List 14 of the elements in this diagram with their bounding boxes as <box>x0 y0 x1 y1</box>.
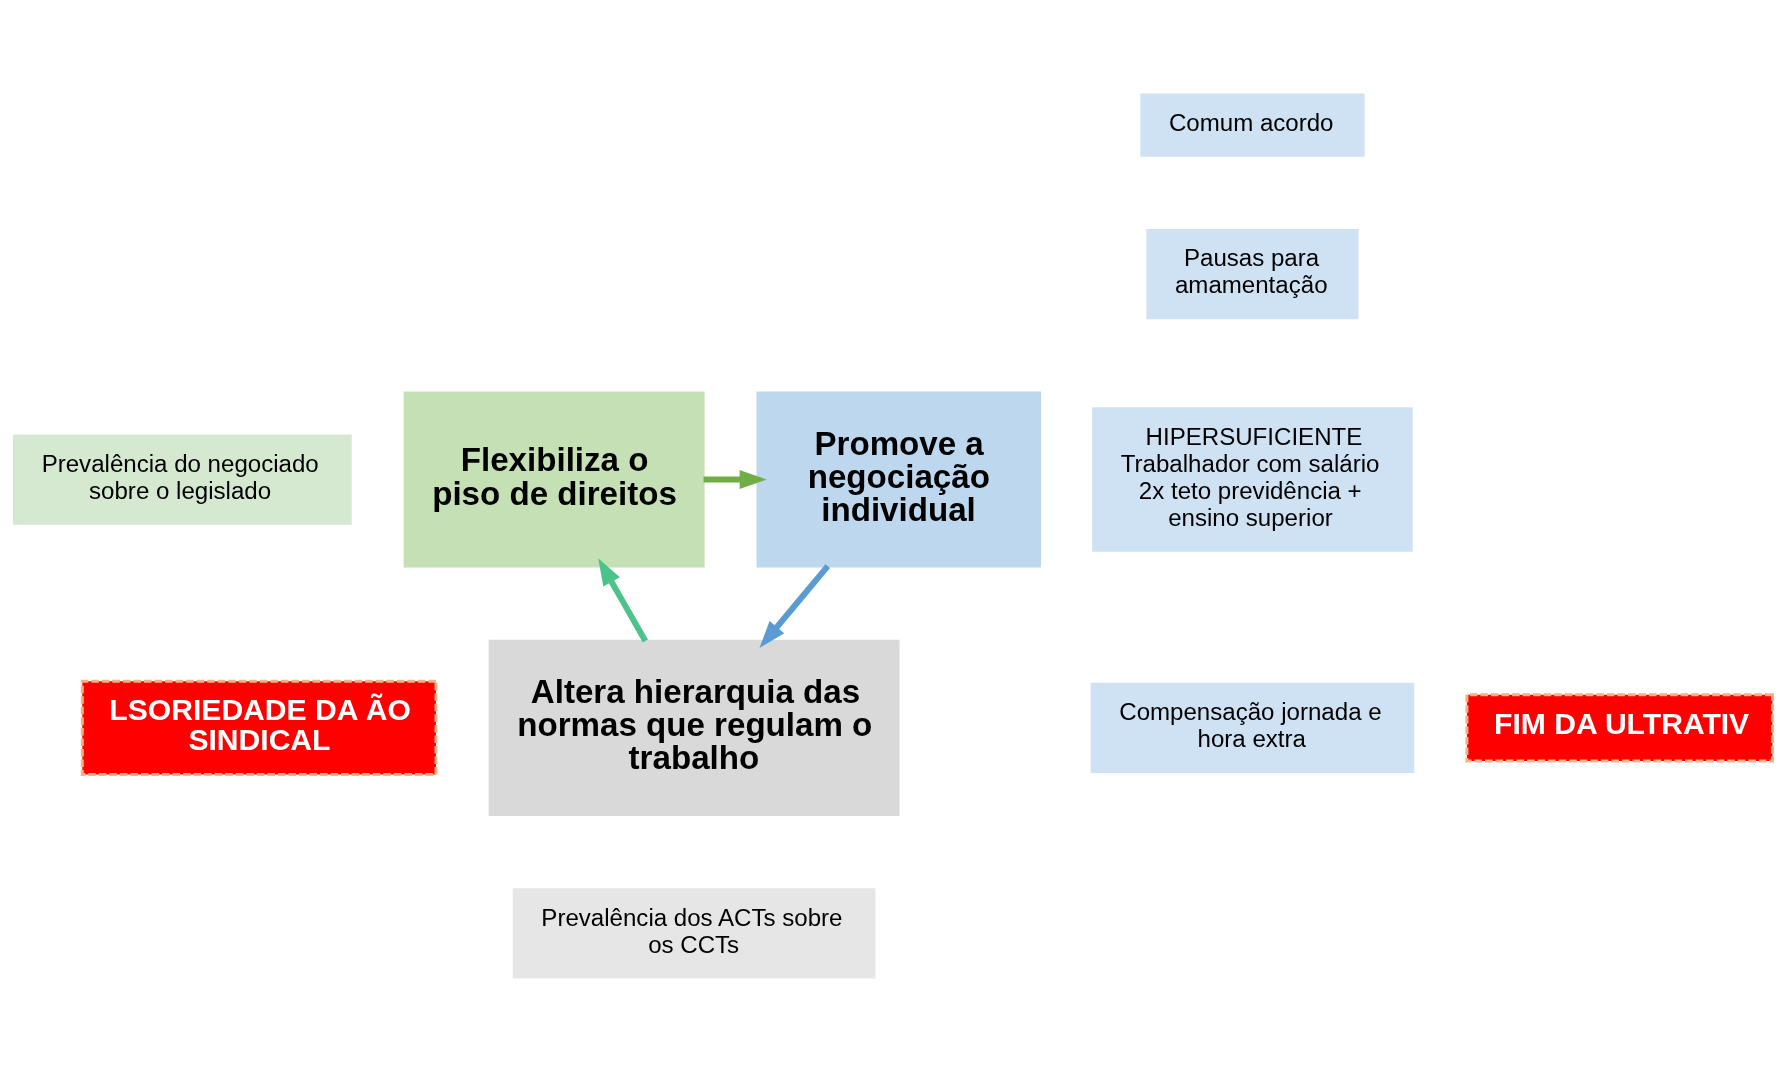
node-box: Compensação jornada e hora extra <box>1090 682 1415 774</box>
node-box: Prevalência do negociado sobre o legislado <box>13 434 352 525</box>
arrow <box>759 564 831 648</box>
node-box: Promove a negociação individual <box>756 391 1041 568</box>
node-box: Prevalência dos ACTs sobre os CCTs <box>512 888 876 979</box>
node-box: Pausas para amamentação <box>1146 228 1359 320</box>
node-box: HIPERSUFICIENTE Trabalhador com salário 2x teto previdência + ensino superior <box>1092 407 1413 552</box>
node-box: Comum acordo <box>1140 93 1365 157</box>
arrow <box>598 558 648 643</box>
node-box: Altera hierarquia das normas que regulam o trabalho <box>488 639 900 816</box>
node-box: FIM DA ULTRATIV <box>1465 693 1774 763</box>
arrow <box>703 470 767 490</box>
node-box: Flexibiliza o piso de direitos <box>403 391 705 568</box>
node-box: LSORIEDADE DA ÃO SINDICAL <box>80 679 438 777</box>
